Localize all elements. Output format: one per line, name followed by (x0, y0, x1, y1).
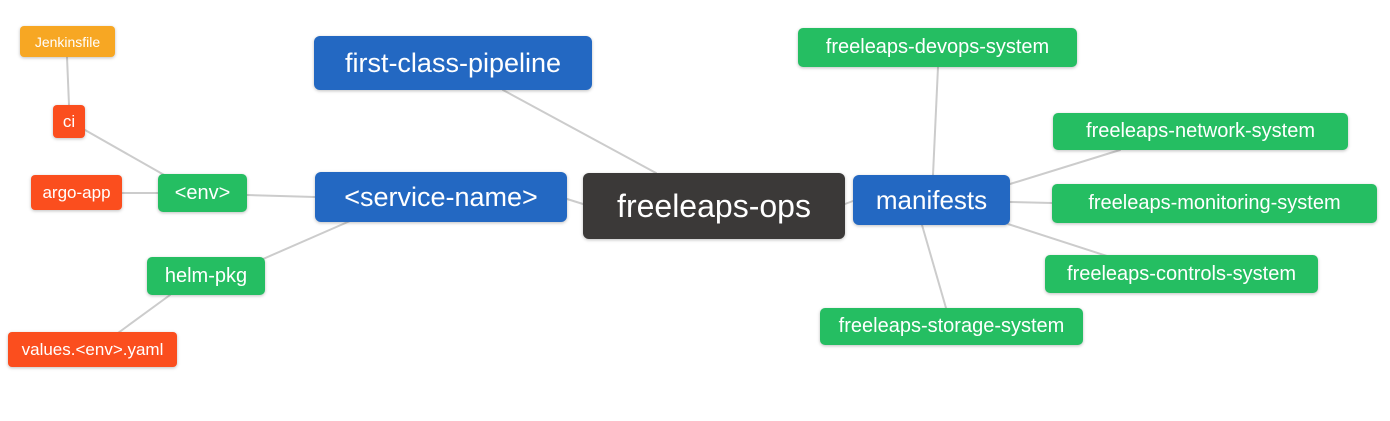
node-manifests-label: manifests (875, 184, 988, 215)
node-freeleaps-devops-system[interactable]: freeleaps-devops-system (798, 28, 1077, 67)
node-service-name[interactable]: <service-name> (315, 172, 567, 222)
node-freeleaps-network-system-label: freeleaps-network-system (1086, 120, 1315, 142)
node-jenkinsfile[interactable]: Jenkinsfile (20, 26, 115, 57)
node-ci[interactable]: ci (53, 105, 85, 138)
edge-manifests-controls (1007, 223, 1111, 258)
node-freeleaps-controls-system-label: freeleaps-controls-system (1067, 262, 1296, 285)
edge-service-name-root (566, 198, 584, 205)
node-freeleaps-ops-root[interactable]: freeleaps-ops (583, 173, 845, 239)
edge-manifests-network (1009, 149, 1121, 185)
node-freeleaps-devops-system-label: freeleaps-devops-system (825, 36, 1050, 58)
node-values-env-yaml-label: values.<env>.yaml (21, 339, 164, 359)
node-ci-label: ci (62, 111, 76, 131)
edge-ci-env (84, 129, 167, 177)
node-values-env-yaml[interactable]: values.<env>.yaml (8, 332, 177, 367)
edge-jenkinsfile-ci (66, 56, 70, 106)
node-argo-app[interactable]: argo-app (31, 175, 122, 210)
edge-manifests-storage (921, 224, 947, 309)
edge-root-manifests (844, 200, 854, 205)
node-helm-pkg-label: helm-pkg (164, 264, 248, 287)
node-helm-pkg[interactable]: helm-pkg (147, 257, 265, 295)
edge-manifests-monitoring (1009, 201, 1053, 204)
node-argo-app-label: argo-app (42, 182, 111, 202)
edge-pipeline-root (502, 89, 657, 174)
node-jenkinsfile-label: Jenkinsfile (34, 33, 101, 50)
node-freeleaps-network-system[interactable]: freeleaps-network-system (1053, 113, 1348, 150)
node-service-name-label: <service-name> (344, 181, 538, 212)
node-freeleaps-ops-label: freeleaps-ops (617, 187, 811, 224)
node-freeleaps-monitoring-system[interactable]: freeleaps-monitoring-system (1052, 184, 1377, 223)
node-env[interactable]: <env> (158, 174, 247, 212)
node-first-class-pipeline[interactable]: first-class-pipeline (314, 36, 592, 90)
edge-env-service-name (246, 194, 316, 198)
node-manifests[interactable]: manifests (853, 175, 1010, 225)
node-freeleaps-storage-system[interactable]: freeleaps-storage-system (820, 308, 1083, 345)
node-freeleaps-controls-system[interactable]: freeleaps-controls-system (1045, 255, 1318, 293)
edge-helm-pkg-values (117, 294, 171, 334)
edge-helm-pkg-service-name (262, 220, 351, 260)
node-freeleaps-monitoring-system-label: freeleaps-monitoring-system (1088, 192, 1341, 214)
node-first-class-pipeline-label: first-class-pipeline (344, 47, 562, 78)
edge-manifests-devops (932, 66, 939, 176)
node-env-label: <env> (174, 181, 231, 204)
node-freeleaps-storage-system-label: freeleaps-storage-system (838, 315, 1065, 337)
